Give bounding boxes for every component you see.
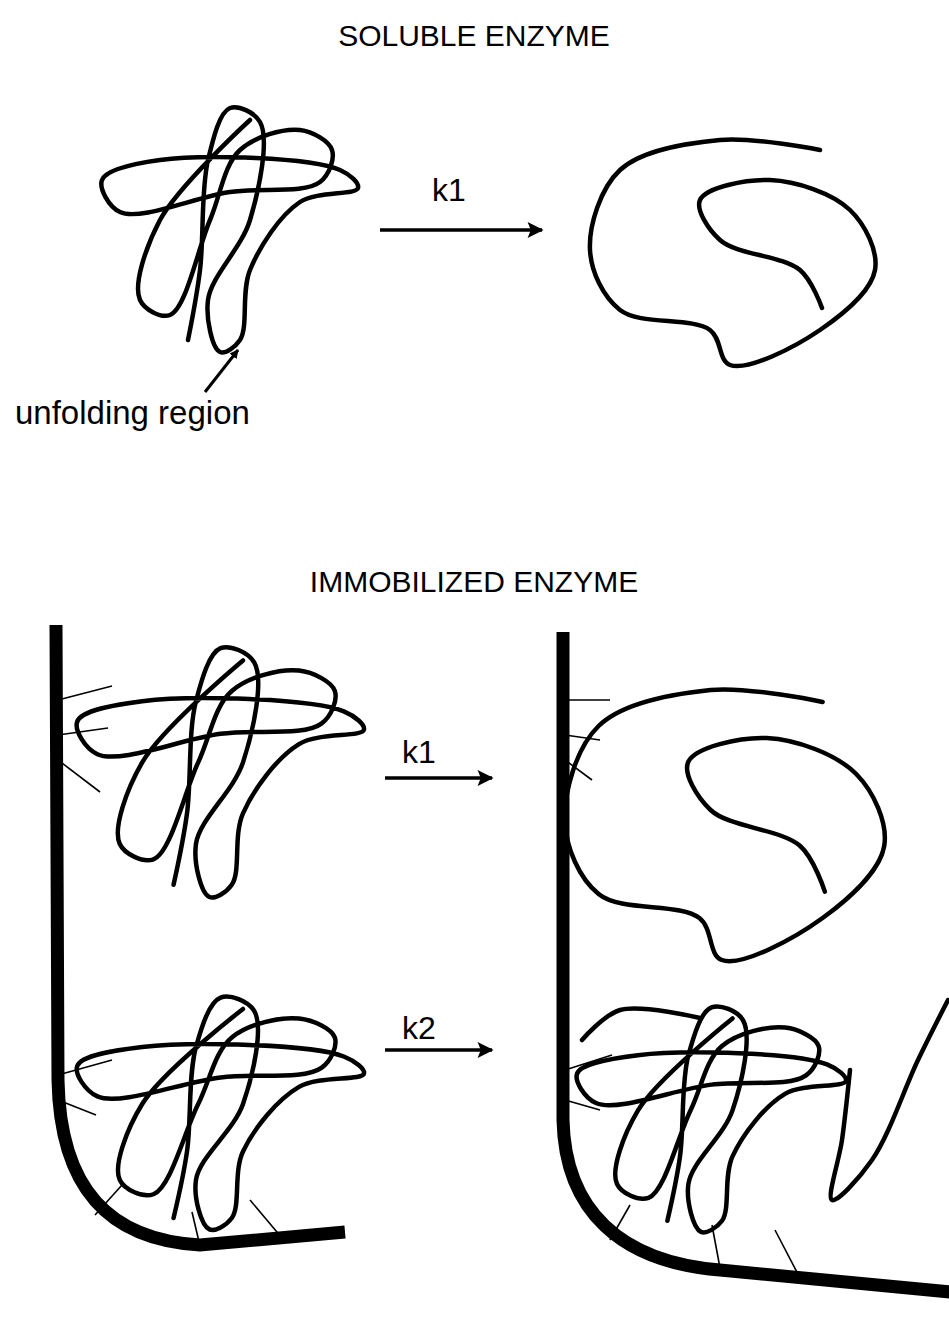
attachment-bond: [610, 1205, 630, 1240]
arrow-group: [205, 230, 542, 1050]
attachment-bond: [565, 735, 600, 740]
callout-label: unfolding region: [15, 396, 250, 429]
rate-constant: k1: [402, 736, 436, 768]
rate-constant: k2: [402, 1012, 436, 1044]
coil-group: [77, 107, 948, 1232]
support-surface: [56, 625, 345, 1245]
rate-constant: k1: [432, 174, 466, 206]
support-surface: [563, 632, 949, 1292]
support-group: [56, 625, 949, 1292]
native-coil: [101, 107, 358, 352]
attachment-bond: [58, 1100, 96, 1115]
attachment-bond: [58, 760, 100, 792]
attachment-bond: [775, 1230, 800, 1278]
attachment-bond: [58, 686, 112, 700]
reaction-arrow: [385, 776, 492, 780]
attachment-bond: [58, 728, 108, 735]
attachment-bond: [250, 1200, 282, 1238]
reaction-arrow: [380, 228, 542, 232]
attachment-bond: [565, 699, 610, 701]
loose-tail: [831, 1000, 948, 1200]
partly-unfolded-coil: [577, 1006, 846, 1232]
attachment-bond: [95, 1185, 122, 1215]
section-heading: IMMOBILIZED ENZYME: [310, 567, 638, 597]
unfolded-chain: [565, 689, 885, 961]
loose-strand: [582, 1008, 700, 1040]
native-coil: [77, 647, 364, 897]
native-coil: [77, 997, 364, 1230]
pointer-arrow: [205, 350, 238, 392]
unfolded-chain: [590, 140, 876, 367]
attachment-bond: [58, 1060, 112, 1075]
reaction-arrow: [385, 1048, 492, 1052]
section-heading: SOLUBLE ENZYME: [338, 21, 610, 51]
